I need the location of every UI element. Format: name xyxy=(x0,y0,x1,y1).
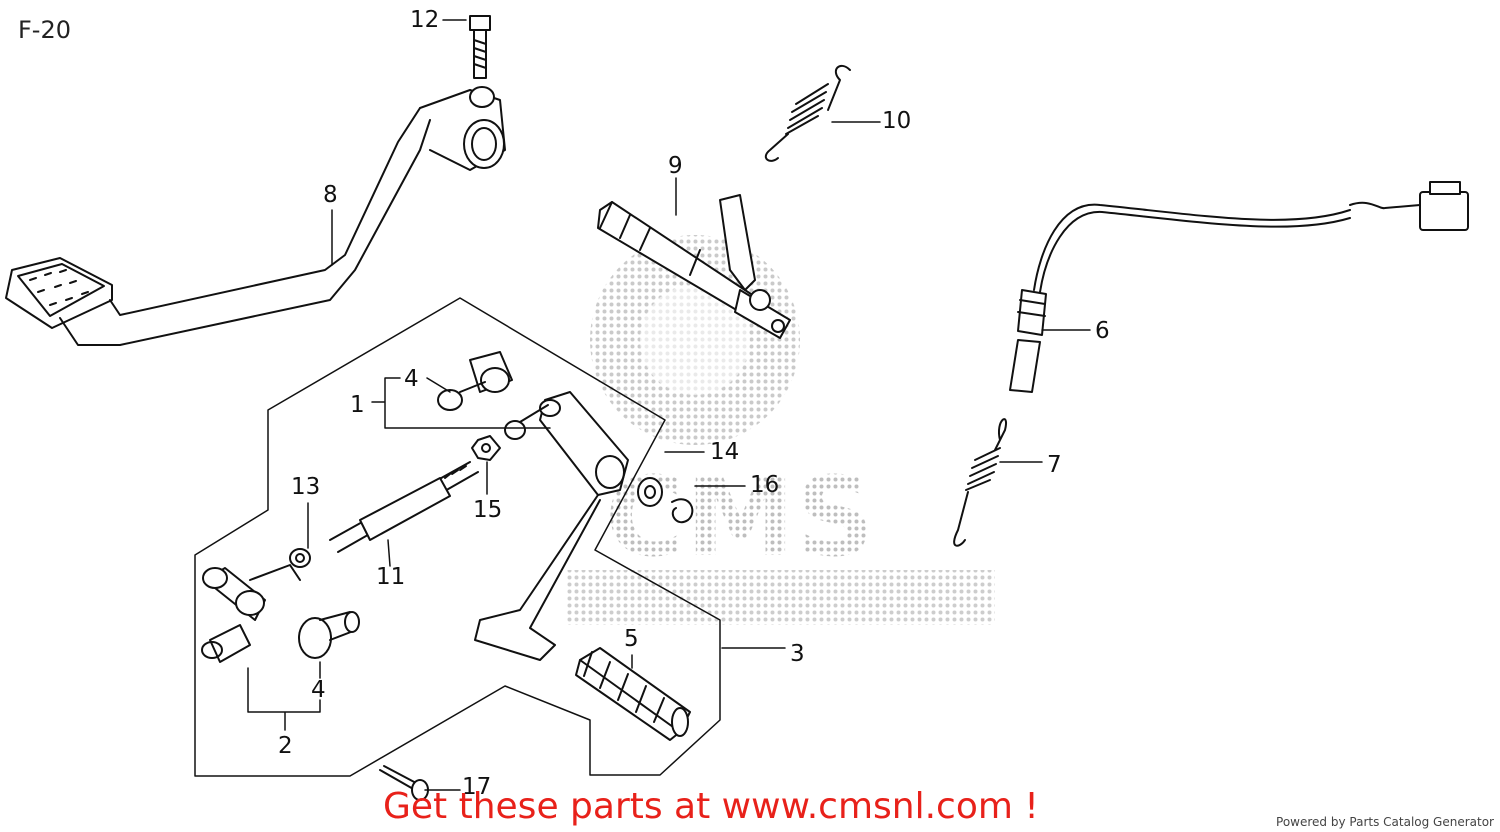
callout-3: 3 xyxy=(790,641,805,667)
callout-10: 10 xyxy=(882,108,912,134)
joint-4-lower xyxy=(298,611,360,659)
callout-7: 7 xyxy=(1047,452,1062,478)
powered-by-text: Powered by Parts Catalog Generator xyxy=(1276,815,1494,829)
shift-lever-3 xyxy=(474,391,629,661)
callout-11: 11 xyxy=(376,564,406,590)
brake-pedal-8 xyxy=(5,86,506,346)
nut-13 xyxy=(289,548,311,568)
bolt-12 xyxy=(469,15,491,79)
rod-11 xyxy=(329,461,479,553)
rod-end-2 xyxy=(201,564,301,663)
callout-17: 17 xyxy=(462,774,492,800)
callout-4-lower: 4 xyxy=(311,677,326,703)
callout-4-upper: 4 xyxy=(404,366,419,392)
shaft-9 xyxy=(597,194,791,339)
callout-8: 8 xyxy=(323,182,338,208)
leader-lines xyxy=(247,19,1091,791)
callout-13: 13 xyxy=(291,474,321,500)
watermark-text: CMS xyxy=(605,453,874,581)
get-parts-link[interactable]: Get these parts at www.cmsnl.com ! xyxy=(383,786,1039,827)
clip-16 xyxy=(671,498,694,524)
callout-6: 6 xyxy=(1095,318,1110,344)
bolt-17 xyxy=(379,765,429,801)
callout-14: 14 xyxy=(710,439,740,465)
outline-frame xyxy=(194,297,721,777)
callout-5: 5 xyxy=(624,626,639,652)
callout-15: 15 xyxy=(473,497,503,523)
diagram-code: F-20 xyxy=(18,16,72,44)
spring-7 xyxy=(953,418,1008,547)
nut-15 xyxy=(471,435,501,461)
joint-1 xyxy=(437,351,549,440)
callout-2: 2 xyxy=(278,733,293,759)
washer-14 xyxy=(637,477,663,507)
rubber-peg-5 xyxy=(575,647,691,741)
callout-1: 1 xyxy=(350,392,365,418)
switch-6 xyxy=(1009,181,1469,393)
callout-9: 9 xyxy=(668,153,683,179)
callout-16: 16 xyxy=(750,472,780,498)
spring-10 xyxy=(764,64,851,162)
callout-12: 12 xyxy=(410,7,440,33)
